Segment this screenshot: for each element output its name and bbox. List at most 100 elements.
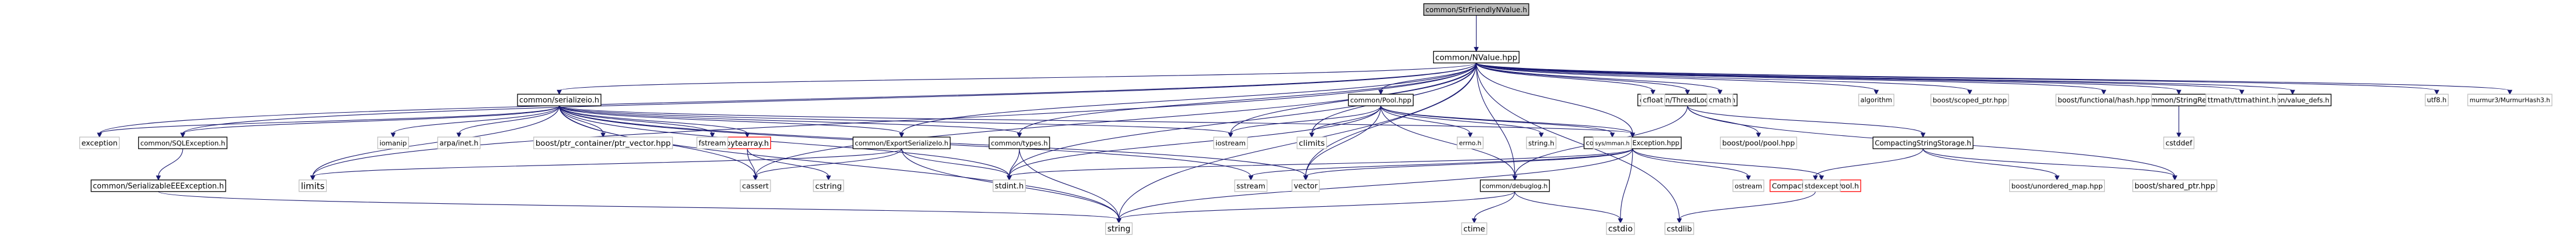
arrow-head-icon bbox=[97, 132, 102, 138]
node-css[interactable]: CompactingStringStorage.h bbox=[1872, 136, 1974, 149]
node-box bbox=[2425, 94, 2449, 106]
arrow-head-icon bbox=[1677, 218, 1682, 224]
node-box bbox=[1606, 222, 1635, 235]
node-serializeio[interactable]: common/serializeio.h bbox=[517, 94, 602, 106]
node-box bbox=[1234, 179, 1268, 192]
node-climits: climits bbox=[1296, 136, 1327, 149]
edge-line bbox=[182, 63, 1477, 134]
node-ostream: ostream bbox=[1732, 179, 1764, 192]
node-stdint: stdint.h bbox=[992, 179, 1026, 192]
edge-line bbox=[1475, 62, 2510, 91]
arrow-head-icon bbox=[1609, 132, 1615, 138]
node-murmur: murmur3/MurmurHash3.h bbox=[2467, 94, 2553, 106]
edge-pool-to-fatal bbox=[1380, 105, 1636, 138]
edge-nvalue-to-cfloat bbox=[1475, 63, 1656, 95]
node-bytearray[interactable]: bytearray.h bbox=[723, 136, 771, 149]
node-seee[interactable]: common/SerializableEEException.h bbox=[91, 179, 226, 192]
edge-line bbox=[1380, 106, 1515, 177]
node-box bbox=[2132, 179, 2217, 192]
node-box bbox=[989, 136, 1050, 149]
edge-line bbox=[1008, 106, 1381, 177]
arrow-head-icon bbox=[1471, 218, 1477, 224]
arrow-head-icon bbox=[1016, 132, 1022, 138]
node-box bbox=[1802, 179, 1841, 192]
node-box bbox=[992, 179, 1026, 192]
arrow-head-icon bbox=[1248, 175, 1254, 181]
node-box bbox=[79, 136, 120, 149]
arrow-head-icon bbox=[456, 132, 462, 138]
node-box bbox=[2163, 136, 2195, 149]
node-box bbox=[533, 136, 673, 149]
edge-line bbox=[1687, 105, 1924, 134]
node-types[interactable]: common/types.h bbox=[989, 136, 1050, 149]
edge-line bbox=[1380, 106, 1471, 134]
edge-line bbox=[559, 105, 902, 134]
edge-nvalue-to-utf8 bbox=[1475, 62, 2440, 95]
node-debuglog[interactable]: common/debuglog.h bbox=[1479, 179, 1550, 192]
edge-line bbox=[158, 191, 1120, 220]
node-box bbox=[1665, 222, 1694, 235]
edge-line bbox=[559, 106, 713, 134]
node-nvalue[interactable]: common/NValue.hpp bbox=[1433, 51, 1519, 64]
node-stdexcept: stdexcept bbox=[1802, 179, 1841, 192]
node-label: fstream bbox=[699, 139, 726, 148]
edge-exportser-to-limits bbox=[310, 148, 902, 181]
node-box bbox=[1640, 94, 1666, 106]
edge-debuglog-to-string bbox=[1116, 191, 1515, 224]
arrow-head-icon bbox=[390, 132, 396, 138]
edge-line bbox=[747, 148, 756, 177]
edge-line bbox=[1475, 62, 2104, 91]
arrow-head-icon bbox=[1618, 218, 1623, 224]
node-cassert: cassert bbox=[740, 179, 771, 192]
arrow-head-icon bbox=[1378, 89, 1384, 95]
edge-line bbox=[1514, 191, 1621, 220]
arrow-head-icon bbox=[1116, 218, 1121, 224]
edge-fatal-to-vector bbox=[1303, 148, 1633, 181]
edge-line bbox=[559, 106, 604, 134]
edge-debuglog-to-ctime bbox=[1471, 191, 1515, 224]
node-strref[interactable]: common/StringRef.h bbox=[2140, 94, 2217, 106]
arrow-head-icon bbox=[1920, 132, 1926, 138]
node-sstream: sstream bbox=[1234, 179, 1268, 192]
node-box bbox=[2205, 94, 2278, 106]
node-label: cstdlib bbox=[1667, 225, 1692, 234]
node-exportser[interactable]: common/ExportSerializeIo.h bbox=[852, 136, 951, 149]
arrow-head-icon bbox=[1685, 89, 1690, 95]
edge-line bbox=[1475, 63, 1654, 91]
node-label: utf8.h bbox=[2427, 96, 2447, 104]
edge-nvalue-to-exception bbox=[97, 63, 1477, 138]
arrow-head-icon bbox=[600, 132, 606, 138]
edge-nvalue-to-ttmath bbox=[1475, 62, 2245, 95]
edge-css-to-csp bbox=[1812, 148, 1924, 181]
node-box bbox=[1348, 94, 1414, 106]
node-box bbox=[2009, 179, 2105, 192]
node-box bbox=[1457, 136, 1484, 149]
node-pool[interactable]: common/Pool.hpp bbox=[1348, 94, 1414, 106]
node-label: common/SerializableEEException.h bbox=[93, 182, 224, 191]
node-label: errno.h bbox=[1459, 139, 1482, 147]
edge-line bbox=[158, 148, 183, 177]
node-cstdio: cstdio bbox=[1606, 222, 1635, 235]
edge-line bbox=[393, 106, 560, 134]
arrow-head-icon bbox=[2507, 89, 2513, 95]
node-box bbox=[1296, 136, 1327, 149]
node-label: string.h bbox=[1528, 139, 1554, 148]
node-label: common/StrFriendlyNValue.h bbox=[1426, 6, 1527, 14]
node-iostream: iostream bbox=[1213, 136, 1248, 149]
edge-strref-to-cstddef bbox=[2176, 106, 2181, 138]
node-sqlexc[interactable]: common/SQLException.h bbox=[138, 136, 227, 149]
node-label: iomanip bbox=[379, 139, 407, 148]
node-arpa: arpa/inet.h bbox=[437, 136, 481, 149]
edge-nvalue-to-strref bbox=[1475, 62, 2181, 95]
node-cstddef: cstddef bbox=[2163, 136, 2195, 149]
arrow-head-icon bbox=[180, 132, 186, 138]
edge-serializeio-to-ptrcont bbox=[559, 106, 606, 138]
edge-seee-to-string bbox=[158, 191, 1121, 224]
arrow-head-icon bbox=[2176, 132, 2181, 138]
edge-line bbox=[1475, 62, 1877, 91]
edge-css-to-unordmap bbox=[1922, 148, 2060, 181]
arrow-head-icon bbox=[1756, 132, 1761, 138]
edge-line bbox=[1922, 148, 2176, 177]
node-limits: limits bbox=[298, 179, 327, 192]
edge-debuglog-to-cstdio bbox=[1514, 191, 1623, 224]
